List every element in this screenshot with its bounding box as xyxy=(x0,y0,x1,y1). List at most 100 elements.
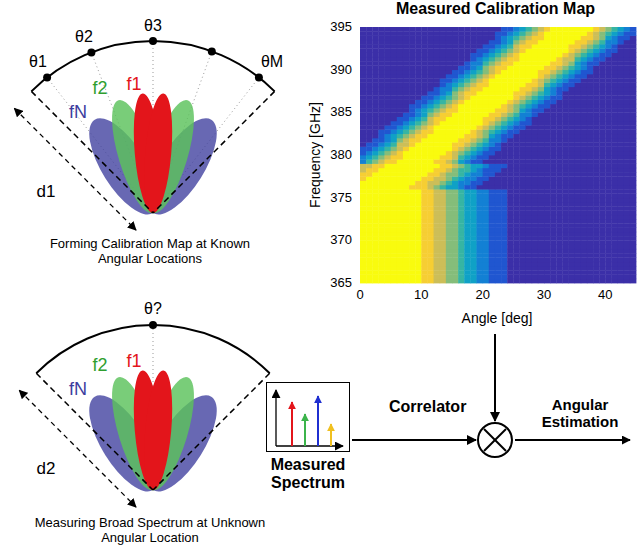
heatmap-cell xyxy=(544,240,551,245)
heatmap-cell xyxy=(489,193,496,198)
heatmap-cell xyxy=(434,31,441,36)
heatmap-cell xyxy=(538,198,545,203)
heatmap-cell xyxy=(556,176,563,181)
heatmap-cell xyxy=(403,36,410,41)
heatmap-cell xyxy=(397,142,404,147)
heatmap-cell xyxy=(477,151,484,156)
heatmap-cell xyxy=(544,202,551,207)
heatmap-cell xyxy=(421,108,428,113)
heatmap-cell xyxy=(421,266,428,271)
heatmap-cell xyxy=(556,121,563,126)
heatmap-cell xyxy=(366,274,373,279)
heatmap-cell xyxy=(495,181,502,186)
heatmap-cell xyxy=(556,95,563,100)
heatmap-cell xyxy=(532,65,539,70)
heatmap-cell xyxy=(507,70,514,75)
heatmap-cell xyxy=(538,65,545,70)
heatmap-cell xyxy=(366,168,373,173)
heatmap-cell xyxy=(427,172,434,177)
heatmap-cell xyxy=(513,274,520,279)
heatmap-cell xyxy=(385,44,392,49)
heatmap-cell xyxy=(501,266,508,271)
heatmap-cell xyxy=(366,253,373,258)
heatmap-cell xyxy=(550,240,557,245)
heatmap-cell xyxy=(501,112,508,117)
heatmap-cell xyxy=(477,249,484,254)
heatmap-cell xyxy=(526,206,533,211)
arc xyxy=(31,41,274,91)
heatmap-cell xyxy=(434,129,441,134)
heatmap-cell xyxy=(409,95,416,100)
heatmap-cell xyxy=(452,104,459,109)
heatmap-cell xyxy=(391,210,398,215)
heatmap-cell xyxy=(544,155,551,160)
heatmap-cell xyxy=(538,159,545,164)
heatmap-cell xyxy=(550,134,557,139)
heatmap-cell xyxy=(421,57,428,62)
heatmap-cell xyxy=(513,87,520,92)
heatmap-cell xyxy=(513,223,520,228)
heatmap-cell xyxy=(519,95,526,100)
heatmap-cell xyxy=(513,48,520,53)
heatmap-cell xyxy=(483,48,490,53)
heatmap-cell xyxy=(507,274,514,279)
heatmap-cell xyxy=(464,232,471,237)
heatmap-cell xyxy=(532,61,539,66)
heatmap-cell xyxy=(477,146,484,151)
heatmap-cell xyxy=(513,125,520,130)
heatmap-cell xyxy=(366,193,373,198)
heatmap-cell xyxy=(385,104,392,109)
heatmap-cell xyxy=(458,202,465,207)
heatmap-cell xyxy=(415,155,422,160)
heatmap-cell xyxy=(513,172,520,177)
heatmap-cell xyxy=(403,121,410,126)
heatmap-cell xyxy=(532,193,539,198)
heatmap-cell xyxy=(507,112,514,117)
heatmap-cell xyxy=(427,215,434,220)
heatmap-cell xyxy=(397,78,404,83)
heatmap-cell xyxy=(538,202,545,207)
heatmap-cell xyxy=(519,146,526,151)
heatmap-cell xyxy=(397,185,404,190)
heatmap-cell xyxy=(470,74,477,79)
heatmap-cell xyxy=(385,146,392,151)
heatmap-cell xyxy=(526,202,533,207)
heatmap-cell xyxy=(519,189,526,194)
heatmap-cell xyxy=(415,27,422,32)
heatmap-cell xyxy=(385,138,392,143)
heatmap-cell xyxy=(385,95,392,100)
heatmap-cell xyxy=(550,176,557,181)
heatmap-cell xyxy=(489,270,496,275)
heatmap-cell xyxy=(556,125,563,130)
heatmap-cell xyxy=(409,223,416,228)
heatmap-cell xyxy=(538,82,545,87)
heatmap-cell xyxy=(464,176,471,181)
heatmap-cell xyxy=(464,40,471,45)
heatmap-cell xyxy=(507,253,514,258)
heatmap-cell xyxy=(464,253,471,258)
heatmap-cell xyxy=(470,245,477,250)
heatmap-cell xyxy=(403,65,410,70)
heatmap-cell xyxy=(513,100,520,105)
heatmap-cell xyxy=(366,65,373,70)
heatmap-cell xyxy=(366,40,373,45)
heatmap-cell xyxy=(483,176,490,181)
heatmap-cell xyxy=(440,95,447,100)
heatmap-cell xyxy=(372,61,379,66)
heatmap-cell xyxy=(477,253,484,258)
heatmap-cell xyxy=(366,262,373,267)
heatmap-cell xyxy=(544,100,551,105)
heatmap-cell xyxy=(440,40,447,45)
heatmap-cell xyxy=(434,223,441,228)
heatmap-cell xyxy=(421,206,428,211)
heatmap-cell xyxy=(507,262,514,267)
heatmap-cell xyxy=(440,176,447,181)
heatmap-cell xyxy=(427,262,434,267)
heatmap-cell xyxy=(434,48,441,53)
heatmap-cell xyxy=(464,100,471,105)
heatmap-cell xyxy=(483,78,490,83)
heatmap-cell xyxy=(477,117,484,122)
heatmap-cell xyxy=(385,215,392,220)
heatmap-cell xyxy=(427,257,434,262)
heatmap-cell xyxy=(519,36,526,41)
